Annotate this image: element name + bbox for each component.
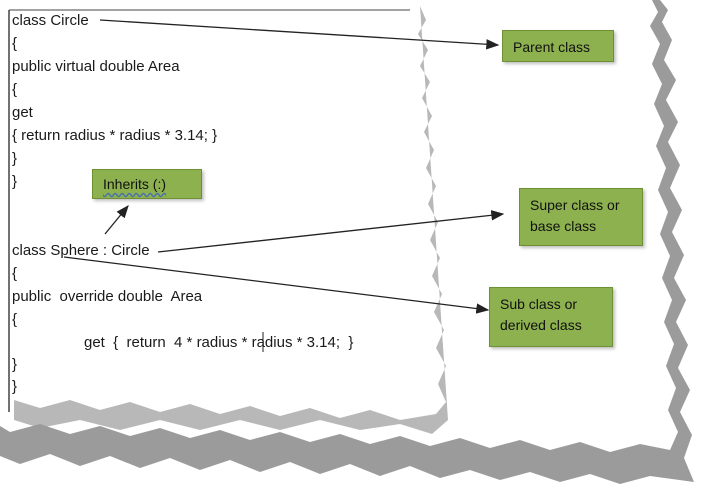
code-line-brace: } [12, 356, 18, 373]
code-line-brace: } [12, 173, 18, 190]
arrow-to-sub-class [63, 256, 490, 314]
parent-class-text: Parent class [513, 39, 591, 55]
inherits-text: Inherits (:) [103, 176, 167, 192]
sub-class-label: Sub class or derived class [489, 287, 613, 347]
code-line-brace: } [12, 150, 18, 167]
code-line-get: get [12, 104, 33, 121]
sub-class-text-line1: Sub class or [500, 296, 578, 312]
arrow-to-inherits [104, 204, 129, 235]
arrow-to-super-class [157, 210, 505, 253]
super-class-text-line1: Super class or [530, 197, 620, 213]
code-line-virtual-area: public virtual double Area [12, 58, 180, 75]
arrow-to-parent-class [99, 19, 500, 50]
super-class-text-line2: base class [530, 218, 597, 234]
code-line-brace: { [12, 81, 18, 98]
code-line-brace: } [12, 378, 18, 395]
code-line-override-area: public override double Area [12, 288, 203, 305]
code-line-return-circle: { return radius * radius * 3.14; } [12, 127, 218, 144]
parent-class-label: Parent class [502, 30, 614, 62]
code-line-class-sphere: class Sphere : Circle [12, 242, 150, 259]
code-line-return-sphere: get { return 4 * radius * radius * 3.14;… [84, 334, 354, 351]
code-line-brace: { [12, 311, 18, 328]
super-class-label: Super class or base class [519, 188, 643, 246]
code-line-brace: { [12, 35, 18, 52]
code-line-brace: { [12, 265, 18, 282]
code-line-class-circle: class Circle [12, 12, 89, 29]
inherits-label: Inherits (:) [92, 169, 202, 199]
sub-class-text-line2: derived class [500, 317, 582, 333]
